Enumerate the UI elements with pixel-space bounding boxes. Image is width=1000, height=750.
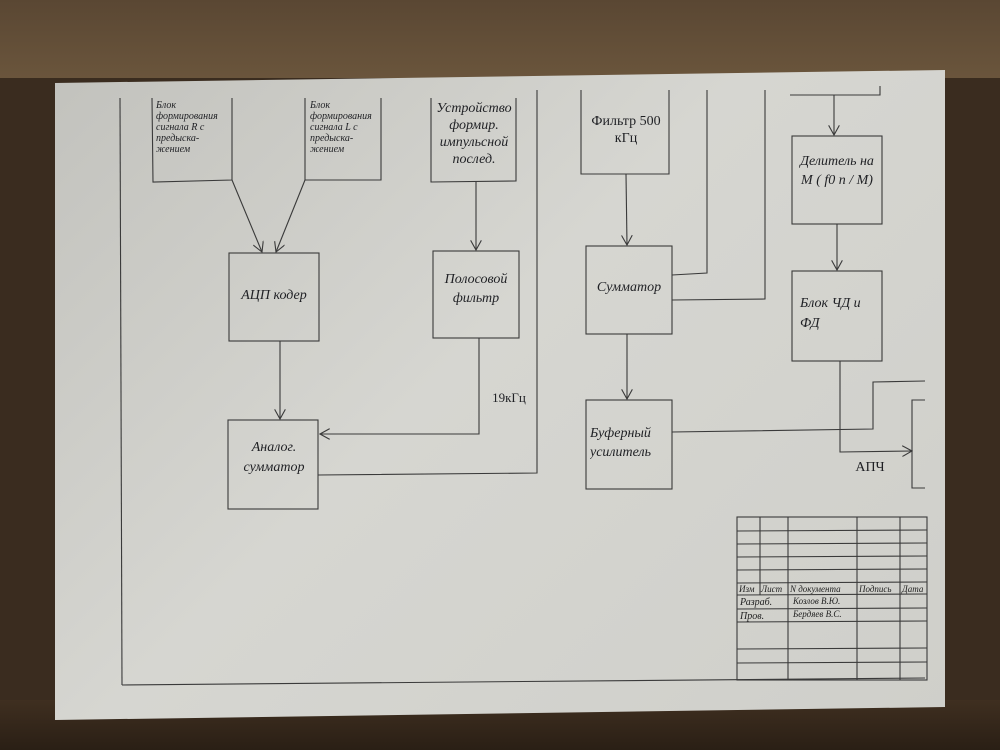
title-block-grid xyxy=(736,516,928,681)
block-form-r xyxy=(151,97,233,183)
block-pulse xyxy=(430,98,517,183)
tb-name-razrab: Козлов В.Ю. xyxy=(793,596,841,606)
tb-header-sign: Подпись xyxy=(859,584,892,594)
block-adc xyxy=(228,252,320,342)
tb-name-prov: Бердяев В.С. xyxy=(793,609,842,619)
conn-buffer-output xyxy=(671,380,926,433)
label-bandpass: Полосовой фильтр xyxy=(444,272,508,306)
block-filter500 xyxy=(580,90,670,175)
label-adc: АЦП кодер xyxy=(241,288,307,303)
block-analog-summ xyxy=(227,419,319,510)
label-summ: Сумматор xyxy=(596,280,662,295)
label-pulse: Устройство формир. импульсной послед. xyxy=(436,101,512,167)
conn-filter-summ xyxy=(626,173,627,245)
label-analog-summ: Аналог. сумматор xyxy=(243,440,305,475)
frame-bottom-line xyxy=(121,677,926,686)
paper-sheet xyxy=(55,70,945,720)
conn-bandpass-analog xyxy=(320,338,480,434)
tb-header-izm: Изм xyxy=(739,584,755,594)
label-fd: Блок ЧД и ФД xyxy=(800,296,861,331)
conn-summ-in-a xyxy=(671,90,708,276)
label-form-r: Блок формирования сигнала R с предыска-ж… xyxy=(156,100,218,155)
block-form-l xyxy=(304,98,382,181)
conn-summ-in-b xyxy=(671,90,766,301)
tb-header-list: Лист xyxy=(761,584,783,594)
label-filter500: Фильтр 500 кГц xyxy=(591,114,661,146)
tb-role-prov: Пров. xyxy=(740,611,765,622)
conn-fd-apch xyxy=(839,361,912,452)
conn-divider-input-bus xyxy=(790,86,881,96)
conn-analog-output xyxy=(317,90,538,476)
conn-form-l-adc xyxy=(276,179,306,252)
tb-role-razrab: Разраб. xyxy=(740,597,773,608)
desk-background-top xyxy=(0,0,1000,78)
block-offpage-right xyxy=(911,399,925,489)
label-buffer: Буферный усилитель xyxy=(590,426,651,460)
tb-header-doc: N документа xyxy=(790,584,841,594)
tb-header-date: Дата xyxy=(902,584,924,594)
label-form-l: Блок формирования сигнала L с предыска-ж… xyxy=(310,100,372,155)
frame-left-line xyxy=(119,97,123,686)
label-apch: АПЧ xyxy=(855,460,885,475)
label-19khz: 19кГц xyxy=(492,390,526,405)
label-divider: Делитель на М ( f0 п / М) xyxy=(800,154,874,188)
conn-form-r-adc xyxy=(231,179,262,252)
